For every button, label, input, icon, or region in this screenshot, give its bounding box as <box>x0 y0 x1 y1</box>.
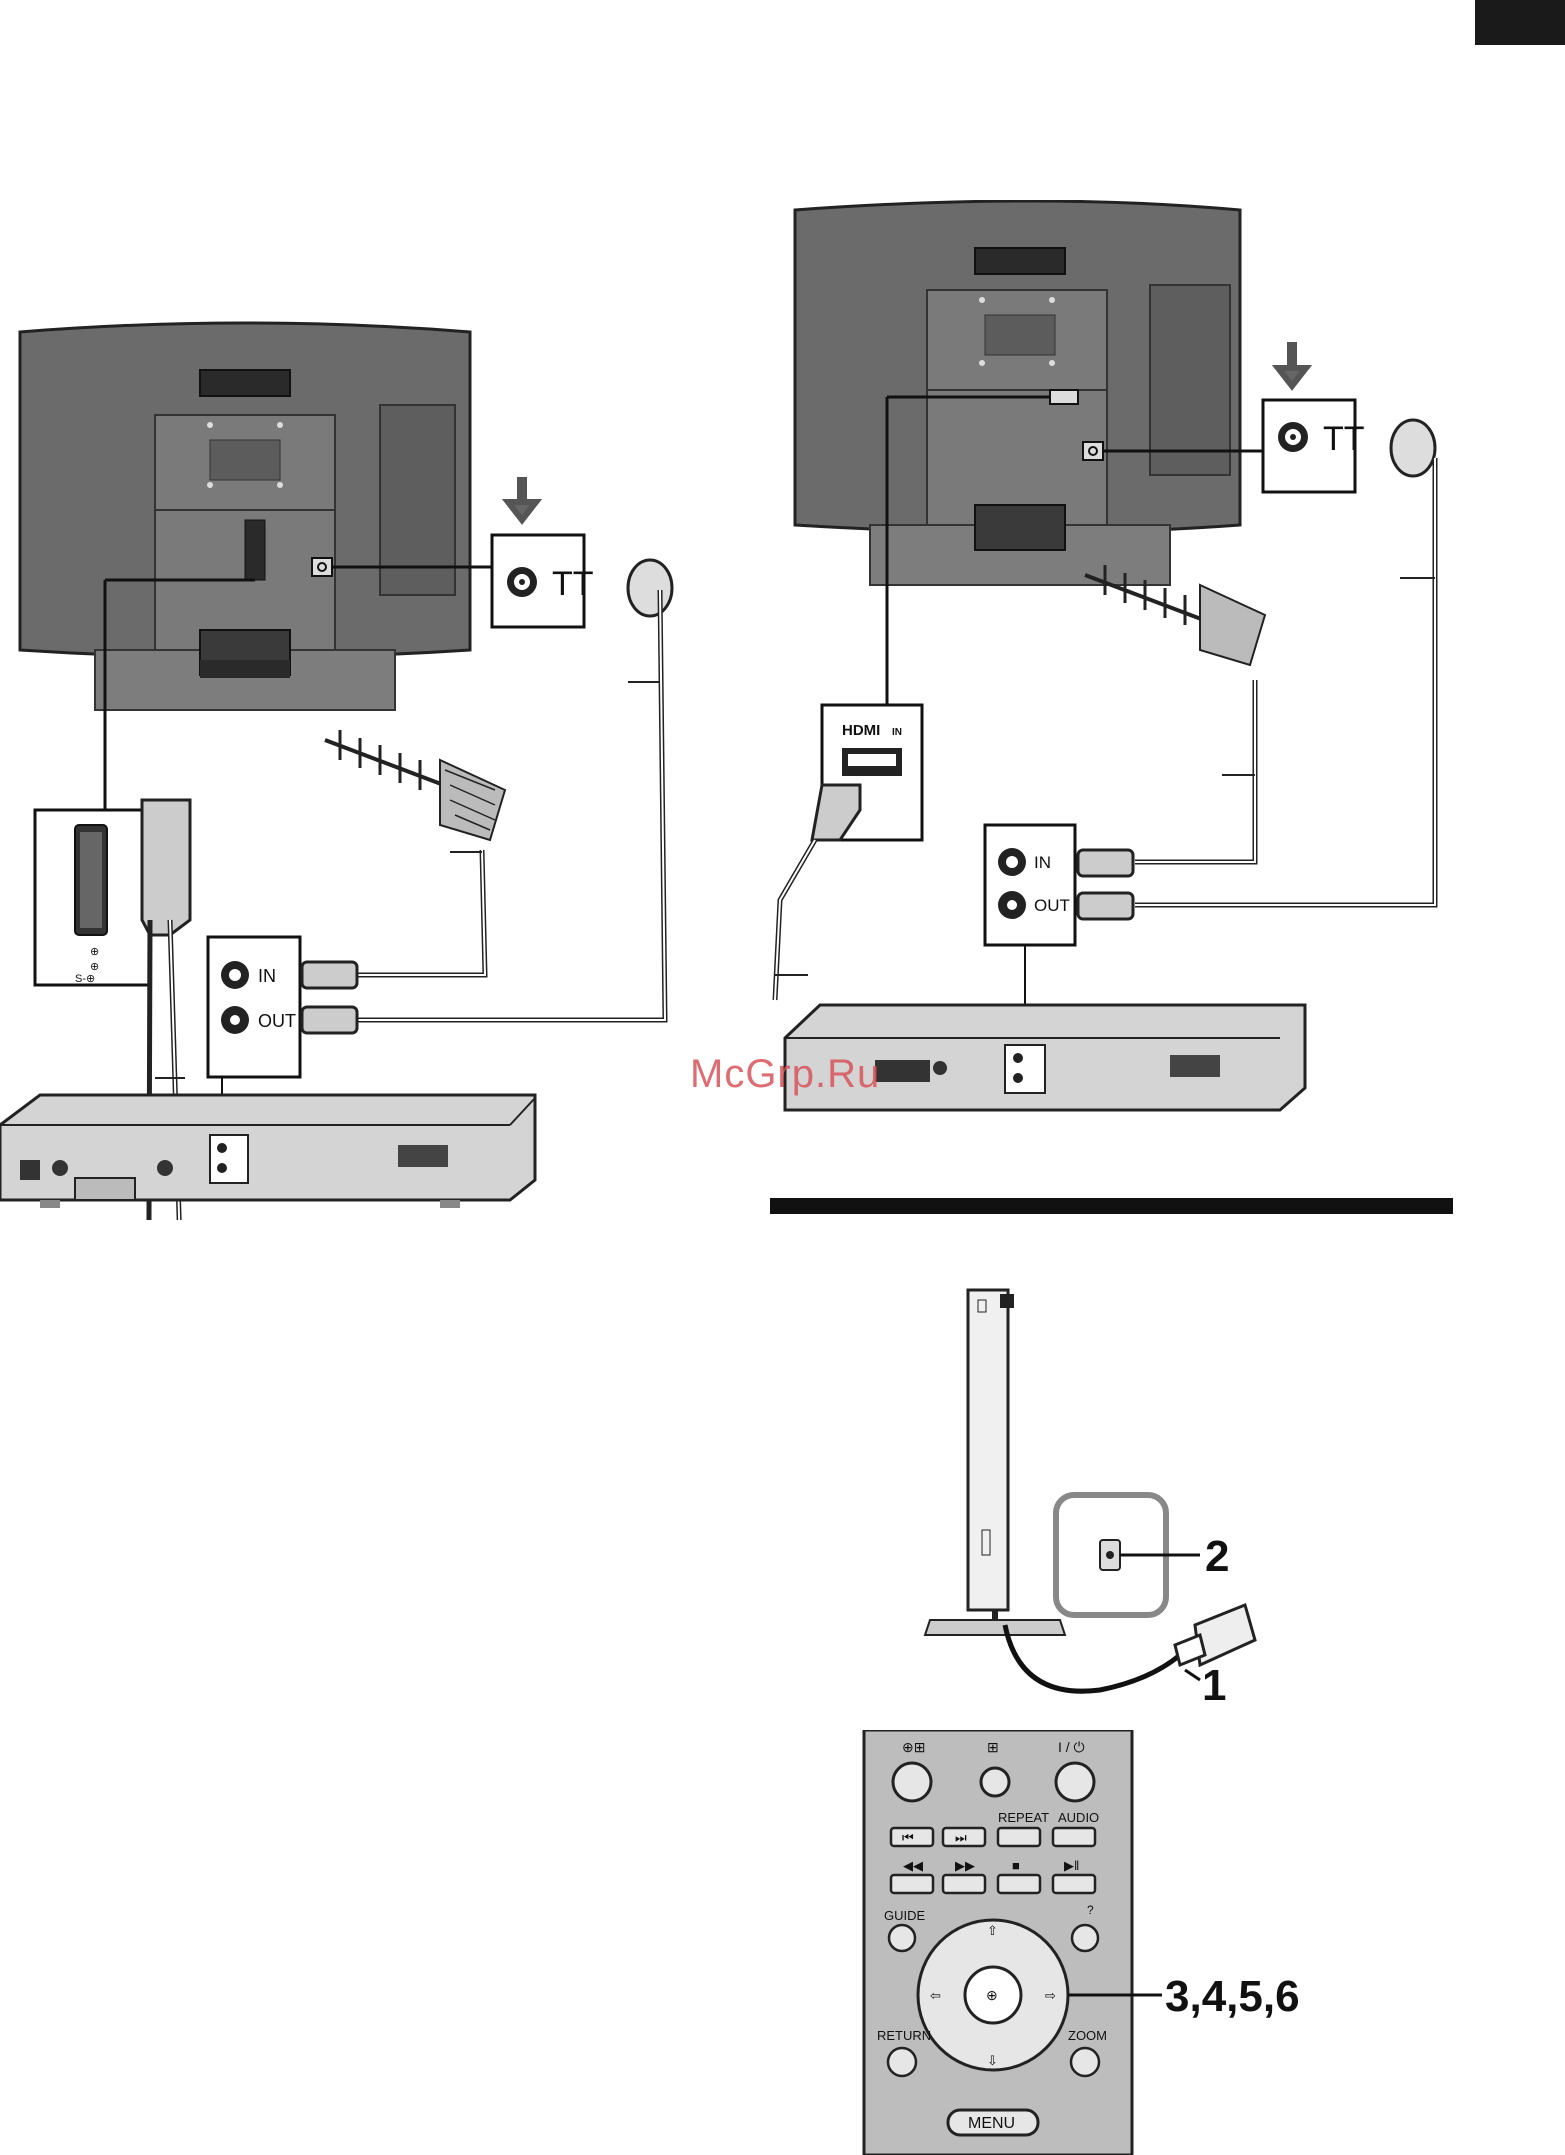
return-button <box>888 2048 916 2076</box>
guide-label: GUIDE <box>884 1908 926 1923</box>
rf-plug-icon <box>1078 893 1133 919</box>
help-icon: ? <box>1087 1903 1094 1917</box>
zoom-label: ZOOM <box>1068 2028 1107 2043</box>
widescreen-icon: ⊞ <box>987 1739 999 1755</box>
power-plug-icon <box>1175 1605 1255 1665</box>
rf-plug-icon <box>302 962 357 988</box>
svg-text:⇧: ⇧ <box>987 1923 998 1938</box>
hdmi-label: HDMI <box>842 722 880 739</box>
svg-text:⏮: ⏮ <box>902 1830 914 1845</box>
svg-text:⊕: ⊕ <box>90 946 99 958</box>
rf-plug-icon <box>1078 850 1133 876</box>
section-divider <box>770 1198 1453 1214</box>
watermark: McGrp.Ru <box>690 1052 880 1097</box>
svg-text:⇩: ⇩ <box>987 2053 998 2068</box>
svg-text:▶▶: ▶▶ <box>955 1858 975 1873</box>
recorder-rf-callout: IN OUT <box>985 825 1075 945</box>
antenna-symbol: TT <box>552 565 594 603</box>
antenna-symbol: TT <box>1323 420 1365 458</box>
callout-2: 2 <box>1205 1532 1229 1581</box>
svg-text:▶ǁ: ▶ǁ <box>1064 1858 1079 1873</box>
repeat-label: REPEAT <box>998 1810 1049 1825</box>
rf-plug-icon <box>302 1007 357 1033</box>
rf-in-label: IN <box>258 966 276 986</box>
rf-in-label: IN <box>1034 853 1051 872</box>
return-label: RETURN <box>877 2028 931 2043</box>
power-connection-diagram: 2 1 <box>900 1280 1280 1700</box>
zoom-button <box>1071 2048 1099 2076</box>
audio-label: AUDIO <box>1058 1810 1099 1825</box>
svg-text:⇨: ⇨ <box>1045 1988 1056 2003</box>
power-label: I / ⏻ <box>1058 1739 1085 1755</box>
tv-rear-panel <box>795 201 1240 585</box>
menu-label: MENU <box>968 2115 1015 2132</box>
top-button-row: ⊕⊞ ⊞ I / ⏻ <box>893 1739 1094 1801</box>
recorder-rf-callout: IN OUT <box>208 937 300 1077</box>
hdmi-connection-diagram: TT HDMI IN IN OUT <box>760 200 1480 1140</box>
dvd-recorder-rear <box>0 1095 535 1208</box>
fast-forward-button <box>943 1875 985 1893</box>
antenna-icon <box>325 730 505 840</box>
rf-out-label: OUT <box>258 1011 296 1031</box>
hdmi-in-label: IN <box>892 727 902 738</box>
power-button <box>1056 1763 1094 1801</box>
scart-socket-callout: ⊕ ⊕ S-⊕ <box>35 810 150 985</box>
section-tab-marker <box>1475 0 1565 45</box>
hdmi-plug-icon <box>775 785 860 1000</box>
input-icon: ⊕⊞ <box>902 1739 925 1755</box>
rf-out-label: OUT <box>1034 896 1070 915</box>
svg-text:⏭: ⏭ <box>955 1830 967 1845</box>
antenna-jack-callout: TT <box>492 535 594 627</box>
scart-connection-diagram: TT ⊕ ⊕ S-⊕ IN OUT <box>0 320 700 1220</box>
play-pause-button <box>1053 1875 1095 1893</box>
svg-text:S-⊕: S-⊕ <box>75 973 95 985</box>
aerial-plug-icon <box>1391 420 1435 476</box>
svg-text:⊕: ⊕ <box>90 961 99 973</box>
rewind-button <box>891 1875 933 1893</box>
callout-1: 1 <box>1202 1661 1226 1700</box>
remote-callout: 3,4,5,6 <box>1165 1972 1300 2021</box>
guide-button <box>889 1925 915 1951</box>
antenna-jack-callout: TT <box>1263 400 1365 492</box>
aerial-plug-icon <box>628 560 672 616</box>
navigation-pad: ⇧ ⇩ ⇦ ⇨ ⊕ <box>918 1920 1068 2070</box>
info-button <box>1072 1925 1098 1951</box>
tv-side-view <box>925 1290 1065 1635</box>
stop-button <box>998 1875 1040 1893</box>
svg-text:■: ■ <box>1012 1858 1020 1873</box>
arrow-down-icon <box>1278 345 1306 386</box>
svg-text:⇦: ⇦ <box>930 1988 941 2003</box>
arrow-down-icon <box>508 480 536 520</box>
repeat-button <box>998 1828 1040 1846</box>
audio-button <box>1053 1828 1095 1846</box>
svg-text:⊕: ⊕ <box>986 1987 998 2003</box>
tv-rear-panel <box>20 323 470 710</box>
remote-control-diagram: ⊕⊞ ⊞ I / ⏻ REPEAT AUDIO ⏮ ⏭ ◀◀ ▶▶ ■ ▶ǁ G… <box>850 1730 1310 2155</box>
svg-text:◀◀: ◀◀ <box>903 1858 923 1873</box>
